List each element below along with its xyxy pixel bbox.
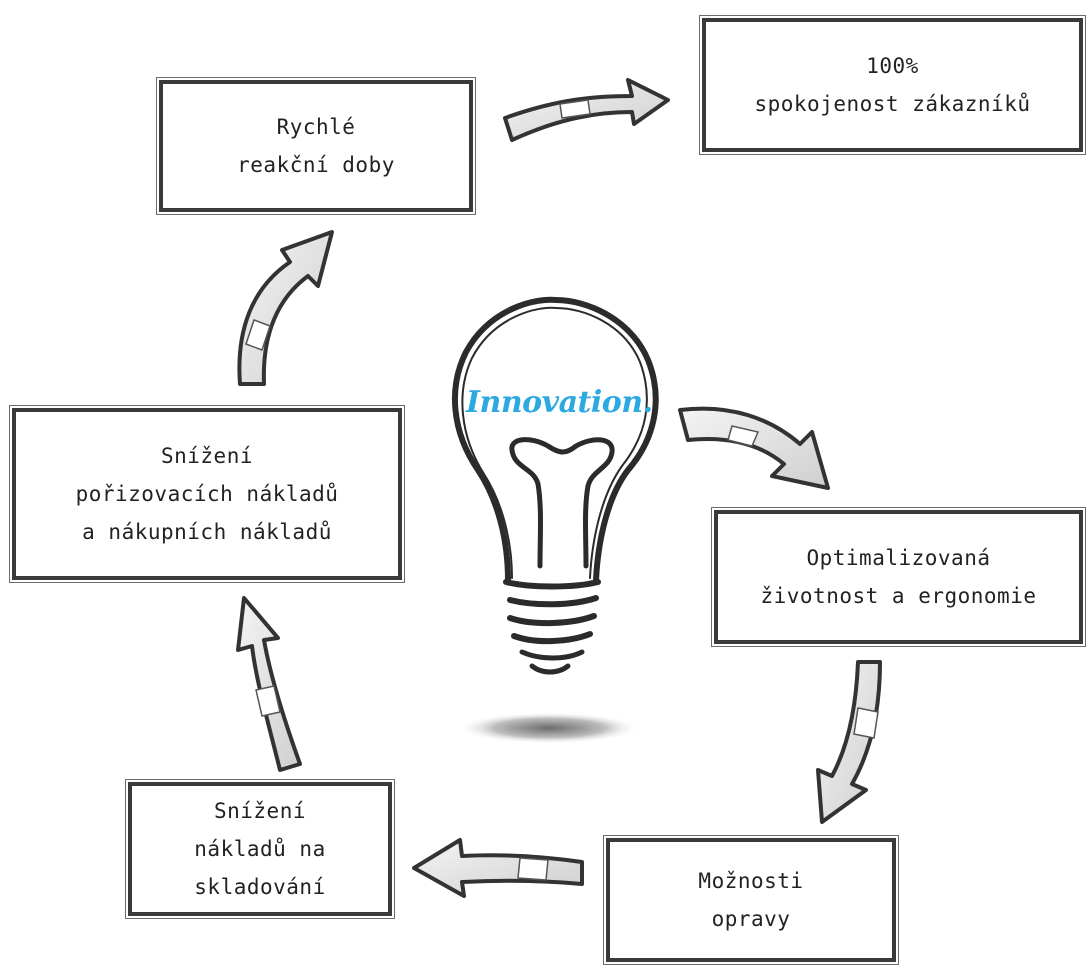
node-opravy-line-2: opravy [711,907,791,931]
arrow-center-to-zivotnost [678,406,830,490]
node-skladovani-line-3: skladování [194,875,326,899]
node-zivotnost: Optimalizovaná životnost a ergonomie [711,507,1086,647]
node-rychle-line-2: reakční doby [237,153,395,177]
arrow-opravy-to-skladovani [412,838,584,898]
bulb-shadow [457,712,641,744]
node-skladovani: Snížení nákladů na skladování [125,779,395,919]
node-rychle: Rychlé reakční doby [156,77,476,215]
arrow-zivotnost-to-opravy [816,660,882,824]
node-zivotnost-line-1: Optimalizovaná [806,546,991,570]
node-skladovani-line-2: nákladů na [194,837,326,861]
node-porizovaci: Snížení pořizovacích nákladů a nákupních… [9,405,405,583]
node-skladovani-line-1: Snížení [213,799,306,823]
node-porizovaci-line-3: a nákupních nákladů [82,520,332,544]
node-spokojenost-line-2: spokojenost zákazníků [754,92,1031,116]
node-opravy: Možnosti opravy [603,835,899,965]
node-porizovaci-line-2: pořizovacích nákladů [75,482,339,506]
arrow-skladovani-to-porizovaci [236,596,302,772]
center-label: Innovation. [466,385,653,420]
arrow-porizovaci-to-rychle [237,230,334,386]
node-porizovaci-line-1: Snížení [160,444,253,468]
arrow-rychle-to-spokojenost [503,78,670,142]
node-rychle-line-1: Rychlé [276,115,356,139]
node-opravy-line-1: Možnosti [698,869,804,893]
node-spokojenost: 100% spokojenost zákazníků [699,15,1086,155]
node-spokojenost-line-1: 100% [866,54,919,78]
node-zivotnost-line-2: životnost a ergonomie [760,584,1037,608]
